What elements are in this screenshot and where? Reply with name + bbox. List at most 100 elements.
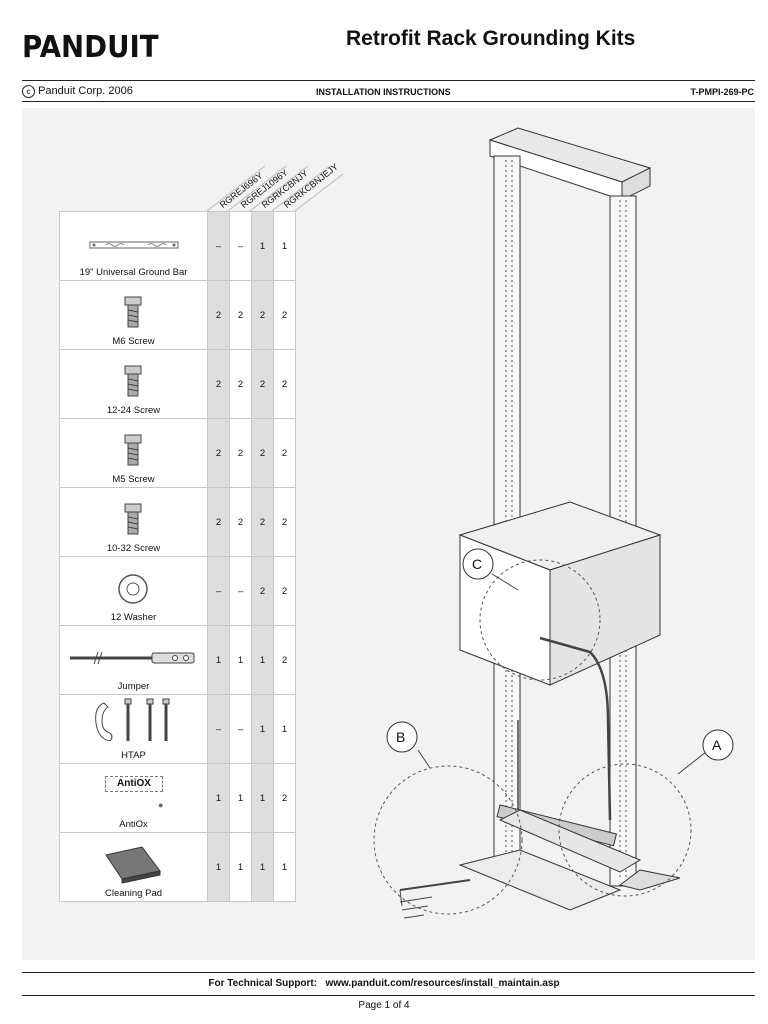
ground-bar-icon — [89, 241, 179, 249]
callout-b: B — [396, 729, 406, 745]
qty-cell: 2 — [207, 487, 230, 557]
item-cell: HTAP — [59, 694, 208, 764]
screw-icon — [124, 503, 142, 535]
table-row: 12 Washer – – 2 2 — [59, 556, 296, 626]
page-number: Page 1 of 4 — [358, 1000, 410, 1011]
item-name: 12-24 Screw — [106, 405, 161, 416]
qty-cell: 2 — [229, 349, 252, 419]
antiox-label: AntiOX — [105, 776, 163, 792]
qty-cell: 2 — [273, 349, 296, 419]
item-name: AntiOx — [119, 819, 148, 830]
qty-cell: 1 — [229, 763, 252, 833]
section-label: INSTALLATION INSTRUCTIONS — [316, 87, 451, 97]
kit-contents-table: 19" Universal Ground Bar – – 1 1 M6 Scre… — [59, 211, 296, 902]
item-cell: 19" Universal Ground Bar — [59, 211, 208, 281]
qty-cell: 1 — [251, 211, 274, 281]
qty-cell: 1 — [273, 211, 296, 281]
support-label: For Technical Support: — [208, 978, 318, 989]
item-cell: M6 Screw — [59, 280, 208, 350]
qty-cell: 2 — [251, 280, 274, 350]
support-link[interactable]: www.panduit.com/resources/install_mainta… — [325, 978, 560, 989]
table-row: HTAP – – 1 1 — [59, 694, 296, 764]
qty-cell: 1 — [251, 694, 274, 764]
qty-cell: 2 — [273, 280, 296, 350]
cleaning-pad-icon — [105, 846, 161, 884]
qty-cell: 1 — [273, 694, 296, 764]
qty-cell: 2 — [207, 280, 230, 350]
qty-cell: 2 — [251, 487, 274, 557]
htap-icon — [95, 698, 170, 741]
column-header-lines — [206, 165, 344, 212]
qty-cell: – — [229, 556, 252, 626]
qty-cell: 1 — [273, 832, 296, 902]
item-name: 19" Universal Ground Bar — [79, 267, 188, 278]
technical-support: For Technical Support: www.panduit.com/r… — [0, 978, 768, 989]
qty-cell: 2 — [207, 349, 230, 419]
item-cell: Jumper — [59, 625, 208, 695]
qty-cell: 2 — [251, 418, 274, 488]
qty-cell: 2 — [273, 556, 296, 626]
footer-bottom-rule — [22, 995, 755, 996]
header-bottom-rule — [22, 101, 755, 102]
item-name: Cleaning Pad — [104, 888, 163, 899]
item-name: 12 Washer — [110, 612, 157, 623]
panduit-logo: PANDUIT — [22, 30, 159, 65]
item-cell: Cleaning Pad — [59, 832, 208, 902]
qty-cell: 2 — [229, 418, 252, 488]
item-cell: 10-32 Screw — [59, 487, 208, 557]
qty-cell: 1 — [251, 763, 274, 833]
qty-cell: 2 — [273, 487, 296, 557]
item-name: Jumper — [117, 681, 150, 692]
qty-cell: 1 — [251, 625, 274, 695]
droplet-icon: ● — [158, 800, 164, 810]
screw-icon — [124, 365, 142, 397]
qty-cell: – — [207, 556, 230, 626]
qty-cell: 2 — [251, 349, 274, 419]
item-name: 10-32 Screw — [106, 543, 161, 554]
qty-cell: – — [229, 694, 252, 764]
rack-illustration — [373, 127, 734, 919]
item-cell: M5 Screw — [59, 418, 208, 488]
item-name: M5 Screw — [112, 474, 155, 485]
table-row: AntiOX ● AntiOx 1 1 1 2 — [59, 763, 296, 833]
qty-cell: 1 — [251, 832, 274, 902]
jumper-icon — [70, 651, 195, 665]
copyright-text: Panduit Corp. 2006 — [38, 85, 133, 97]
item-cell: AntiOX ● AntiOx — [59, 763, 208, 833]
screw-icon — [124, 434, 142, 466]
qty-cell: 1 — [207, 832, 230, 902]
table-row: Cleaning Pad 1 1 1 1 — [59, 832, 296, 902]
table-row: 10-32 Screw 2 2 2 2 — [59, 487, 296, 557]
table-row: M6 Screw 2 2 2 2 — [59, 280, 296, 350]
qty-cell: 2 — [273, 418, 296, 488]
table-row: Jumper 1 1 1 2 — [59, 625, 296, 695]
item-cell: 12-24 Screw — [59, 349, 208, 419]
qty-cell: 2 — [273, 625, 296, 695]
table-row: 19" Universal Ground Bar – – 1 1 — [59, 211, 296, 281]
qty-cell: 2 — [229, 487, 252, 557]
washer-icon — [118, 574, 148, 604]
qty-cell: – — [207, 694, 230, 764]
header-top-rule — [22, 80, 755, 81]
copyright: c Panduit Corp. 2006 — [22, 85, 133, 98]
item-name: HTAP — [121, 750, 146, 761]
qty-cell: 2 — [229, 280, 252, 350]
qty-cell: – — [229, 211, 252, 281]
item-cell: 12 Washer — [59, 556, 208, 626]
qty-cell: 2 — [273, 763, 296, 833]
qty-cell: 1 — [229, 832, 252, 902]
callout-c: C — [472, 556, 483, 572]
qty-cell: 1 — [207, 763, 230, 833]
document-number: T-PMPI-269-PC — [690, 87, 754, 97]
qty-cell: – — [207, 211, 230, 281]
copyright-icon: c — [22, 85, 35, 98]
callout-a: A — [712, 737, 722, 753]
table-row: M5 Screw 2 2 2 2 — [59, 418, 296, 488]
item-name: M6 Screw — [112, 336, 155, 347]
document-title: Retrofit Rack Grounding Kits — [346, 27, 636, 50]
qty-cell: 2 — [207, 418, 230, 488]
table-row: 12-24 Screw 2 2 2 2 — [59, 349, 296, 419]
footer-top-rule — [22, 972, 755, 973]
qty-cell: 2 — [251, 556, 274, 626]
qty-cell: 1 — [207, 625, 230, 695]
